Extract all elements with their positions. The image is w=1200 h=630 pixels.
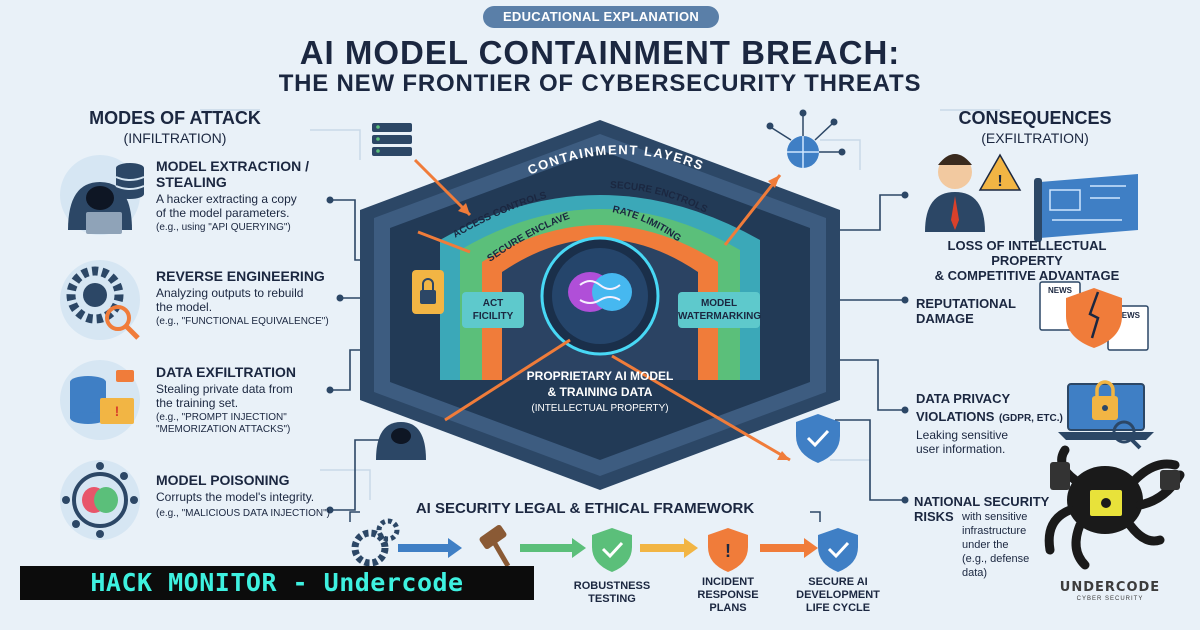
shield-check-icon [796,414,840,463]
right-connectors [835,194,905,501]
attack-arrows [413,158,791,462]
laptop-lock-icon [1058,380,1154,450]
arrow-heads [458,175,790,460]
svg-text:!: ! [725,541,731,561]
undercode-logo-text: UNDERCODE [1059,580,1161,595]
framework-step-secure-dev: SECURE AI DEVELOPMENT LIFE CYCLE [796,576,880,614]
gears-icon [351,518,400,567]
consequence-suffix: (GDPR, ETC.) [998,413,1063,424]
attack-item-extraction: MODEL EXTRACTION / STEALING A hacker ext… [156,158,336,234]
database-folder-icon: ! [60,360,140,440]
attack-item-example: (e.g., "FUNCTIONAL EQUIVALENCE") [156,316,329,327]
framework-flow-arrows [398,538,818,558]
hack-monitor-text: HACK MONITOR - Undercode [90,568,464,597]
attack-item-model-poisoning: MODEL POISONING Corrupts the model's int… [156,472,346,520]
consequence-desc: with sensitive infrastructure under the … [962,511,1030,579]
hack-monitor-banner [20,566,534,600]
attack-item-title: MODEL POISONING [156,472,290,488]
right-tag-label: MODEL WATERMARKING [678,298,762,322]
consequence-reputational: REPUTATIONAL DAMAGE [916,296,1016,326]
consequences-heading: CONSEQUENCES [958,108,1112,128]
octopus-hacker-icon [1044,445,1185,570]
hooded-hacker-icon [376,422,426,460]
consequence-title: DATA PRIVACY VIOLATIONS [916,391,1011,424]
left-tag-box [462,292,524,328]
svg-text:!: ! [115,403,120,419]
framework-step-robustness: ROBUSTNESS TESTING [573,580,651,605]
server-icon [372,123,412,156]
consequence-title: NATIONAL SECURITY RISKS [914,494,1050,524]
circuit-background [200,109,1000,500]
svg-text:!: ! [997,173,1002,190]
svg-text:NEWS: NEWS [1116,311,1141,320]
database-icon [115,163,145,199]
core-line-3: (INTELLECTUAL PROPERTY) [531,403,668,414]
left-connector-dots [326,196,344,514]
attack-item-example: (e.g., "PROMPT INJECTION" "MEMORIZATION … [156,412,291,435]
consequence-data-privacy: DATA PRIVACY VIOLATIONS (GDPR, ETC.) Lea… [916,390,1076,456]
consequence-national-security: NATIONAL SECURITY RISKS with sensitive i… [914,494,1054,580]
robustness-shield-icon [592,528,632,572]
svg-text:NEWS: NEWS [1048,286,1073,295]
core-line-2: & TRAINING DATA [548,385,653,399]
left-tag-label: ACT FICILITY [472,298,514,322]
attack-item-title: DATA EXFILTRATION [156,364,296,380]
consequence-desc: Leaking sensitive user information. [916,428,1009,456]
header-badge: EDUCATIONAL EXPLANATION [483,6,719,28]
attack-item-example: (e.g., "MALICIOUS DATA INJECTION") [156,508,330,519]
attack-item-example: (e.g., using "API QUERYING") [156,222,291,233]
attack-item-desc: Analyzing outputs to rebuild the model. [156,286,304,314]
attack-heading: MODES OF ATTACK [89,108,261,128]
attack-item-data-exfiltration: DATA EXFILTRATION Stealing private data … [156,364,336,436]
framework-title: AI SECURITY LEGAL & ETHICAL FRAMEWORK [360,500,810,517]
attack-item-desc: Stealing private data from the training … [156,382,293,410]
brain-circuit-icon [568,272,632,312]
brain-network-icon [60,460,140,540]
attack-item-reverse-engineering: REVERSE ENGINEERING Analyzing outputs to… [156,268,346,328]
network-globe-icon [766,109,846,168]
attack-item-title: MODEL EXTRACTION / STEALING [156,158,309,190]
page-subtitle: THE NEW FRONTIER OF CYBERSECURITY THREAT… [278,70,922,97]
gear-magnifier-icon [60,260,140,340]
right-tag-box [678,292,760,328]
secure-dev-shield-icon [818,528,858,572]
attack-item-desc: Corrupts the model's integrity. [156,490,315,504]
consequences-subheading: (EXFILTRATION) [981,130,1089,146]
core-line-1: PROPRIETARY AI MODEL [527,369,674,383]
blueprint-icon [1034,174,1138,242]
page-title: AI MODEL CONTAINMENT BREACH: [299,34,901,71]
lock-icon [412,270,444,314]
attack-subheading: (INFILTRATION) [123,130,227,146]
right-connector-dots [901,191,909,504]
attack-item-title: REVERSE ENGINEERING [156,268,325,284]
attack-item-desc: A hacker extracting a copy of the model … [156,192,297,220]
framework-step-incident: INCIDENT RESPONSE PLANS [697,576,759,614]
businessman-warning-icon: ! [925,153,1022,232]
incident-shield-icon: ! [708,528,748,572]
consequence-ip-loss: LOSS OF INTELLECTUAL PROPERTY & COMPETIT… [934,238,1120,283]
gavel-icon [479,524,511,568]
news-shield-icon: NEWS NEWS [1039,281,1149,351]
undercode-logo-subtext: CYBER SECURITY [1076,596,1144,602]
